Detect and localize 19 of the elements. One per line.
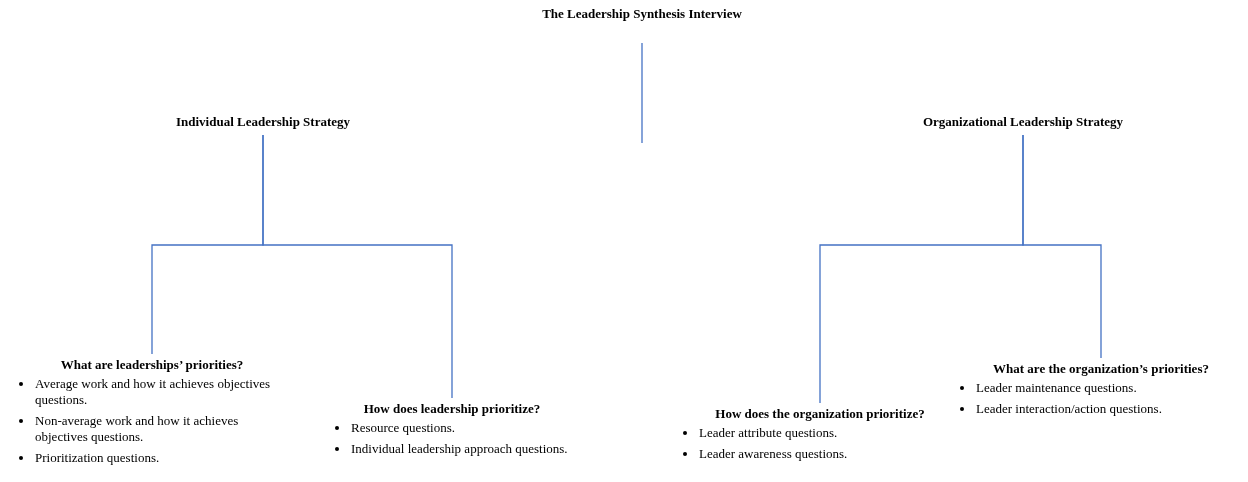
bullet-item: Leader maintenance questions. <box>976 380 1137 395</box>
question-heading: How does leadership prioritize? <box>362 401 542 417</box>
node-title: Organizational Leadership Strategy <box>921 114 1124 130</box>
connector-line <box>641 42 643 144</box>
bullet-item: Non-average work and how it achieves objectives questions. <box>35 413 239 444</box>
bullet-item: Leader interaction/action questions. <box>976 401 1162 416</box>
bullet-item: Average work and how it achieves objectives questions. <box>35 376 271 407</box>
question-heading: What are the organization’s priorities? <box>992 361 1210 377</box>
bullet-item: Leader attribute questions. <box>699 425 838 440</box>
question-heading: What are leaderships’ priorities? <box>59 357 245 373</box>
question-heading: How does the organization prioritize? <box>714 406 926 422</box>
node-title: Individual Leadership Strategy <box>174 114 352 130</box>
bullet-item: Prioritization questions. <box>35 450 160 465</box>
bullet-item: Individual leadership approach questions. <box>351 441 568 456</box>
bullet-item: Leader awareness questions. <box>699 446 848 461</box>
connector-line <box>262 134 453 399</box>
node-title: The Leadership Synthesis Interview <box>541 6 743 22</box>
bullet-item: Resource questions. <box>351 420 455 435</box>
connector-line <box>1022 134 1102 359</box>
